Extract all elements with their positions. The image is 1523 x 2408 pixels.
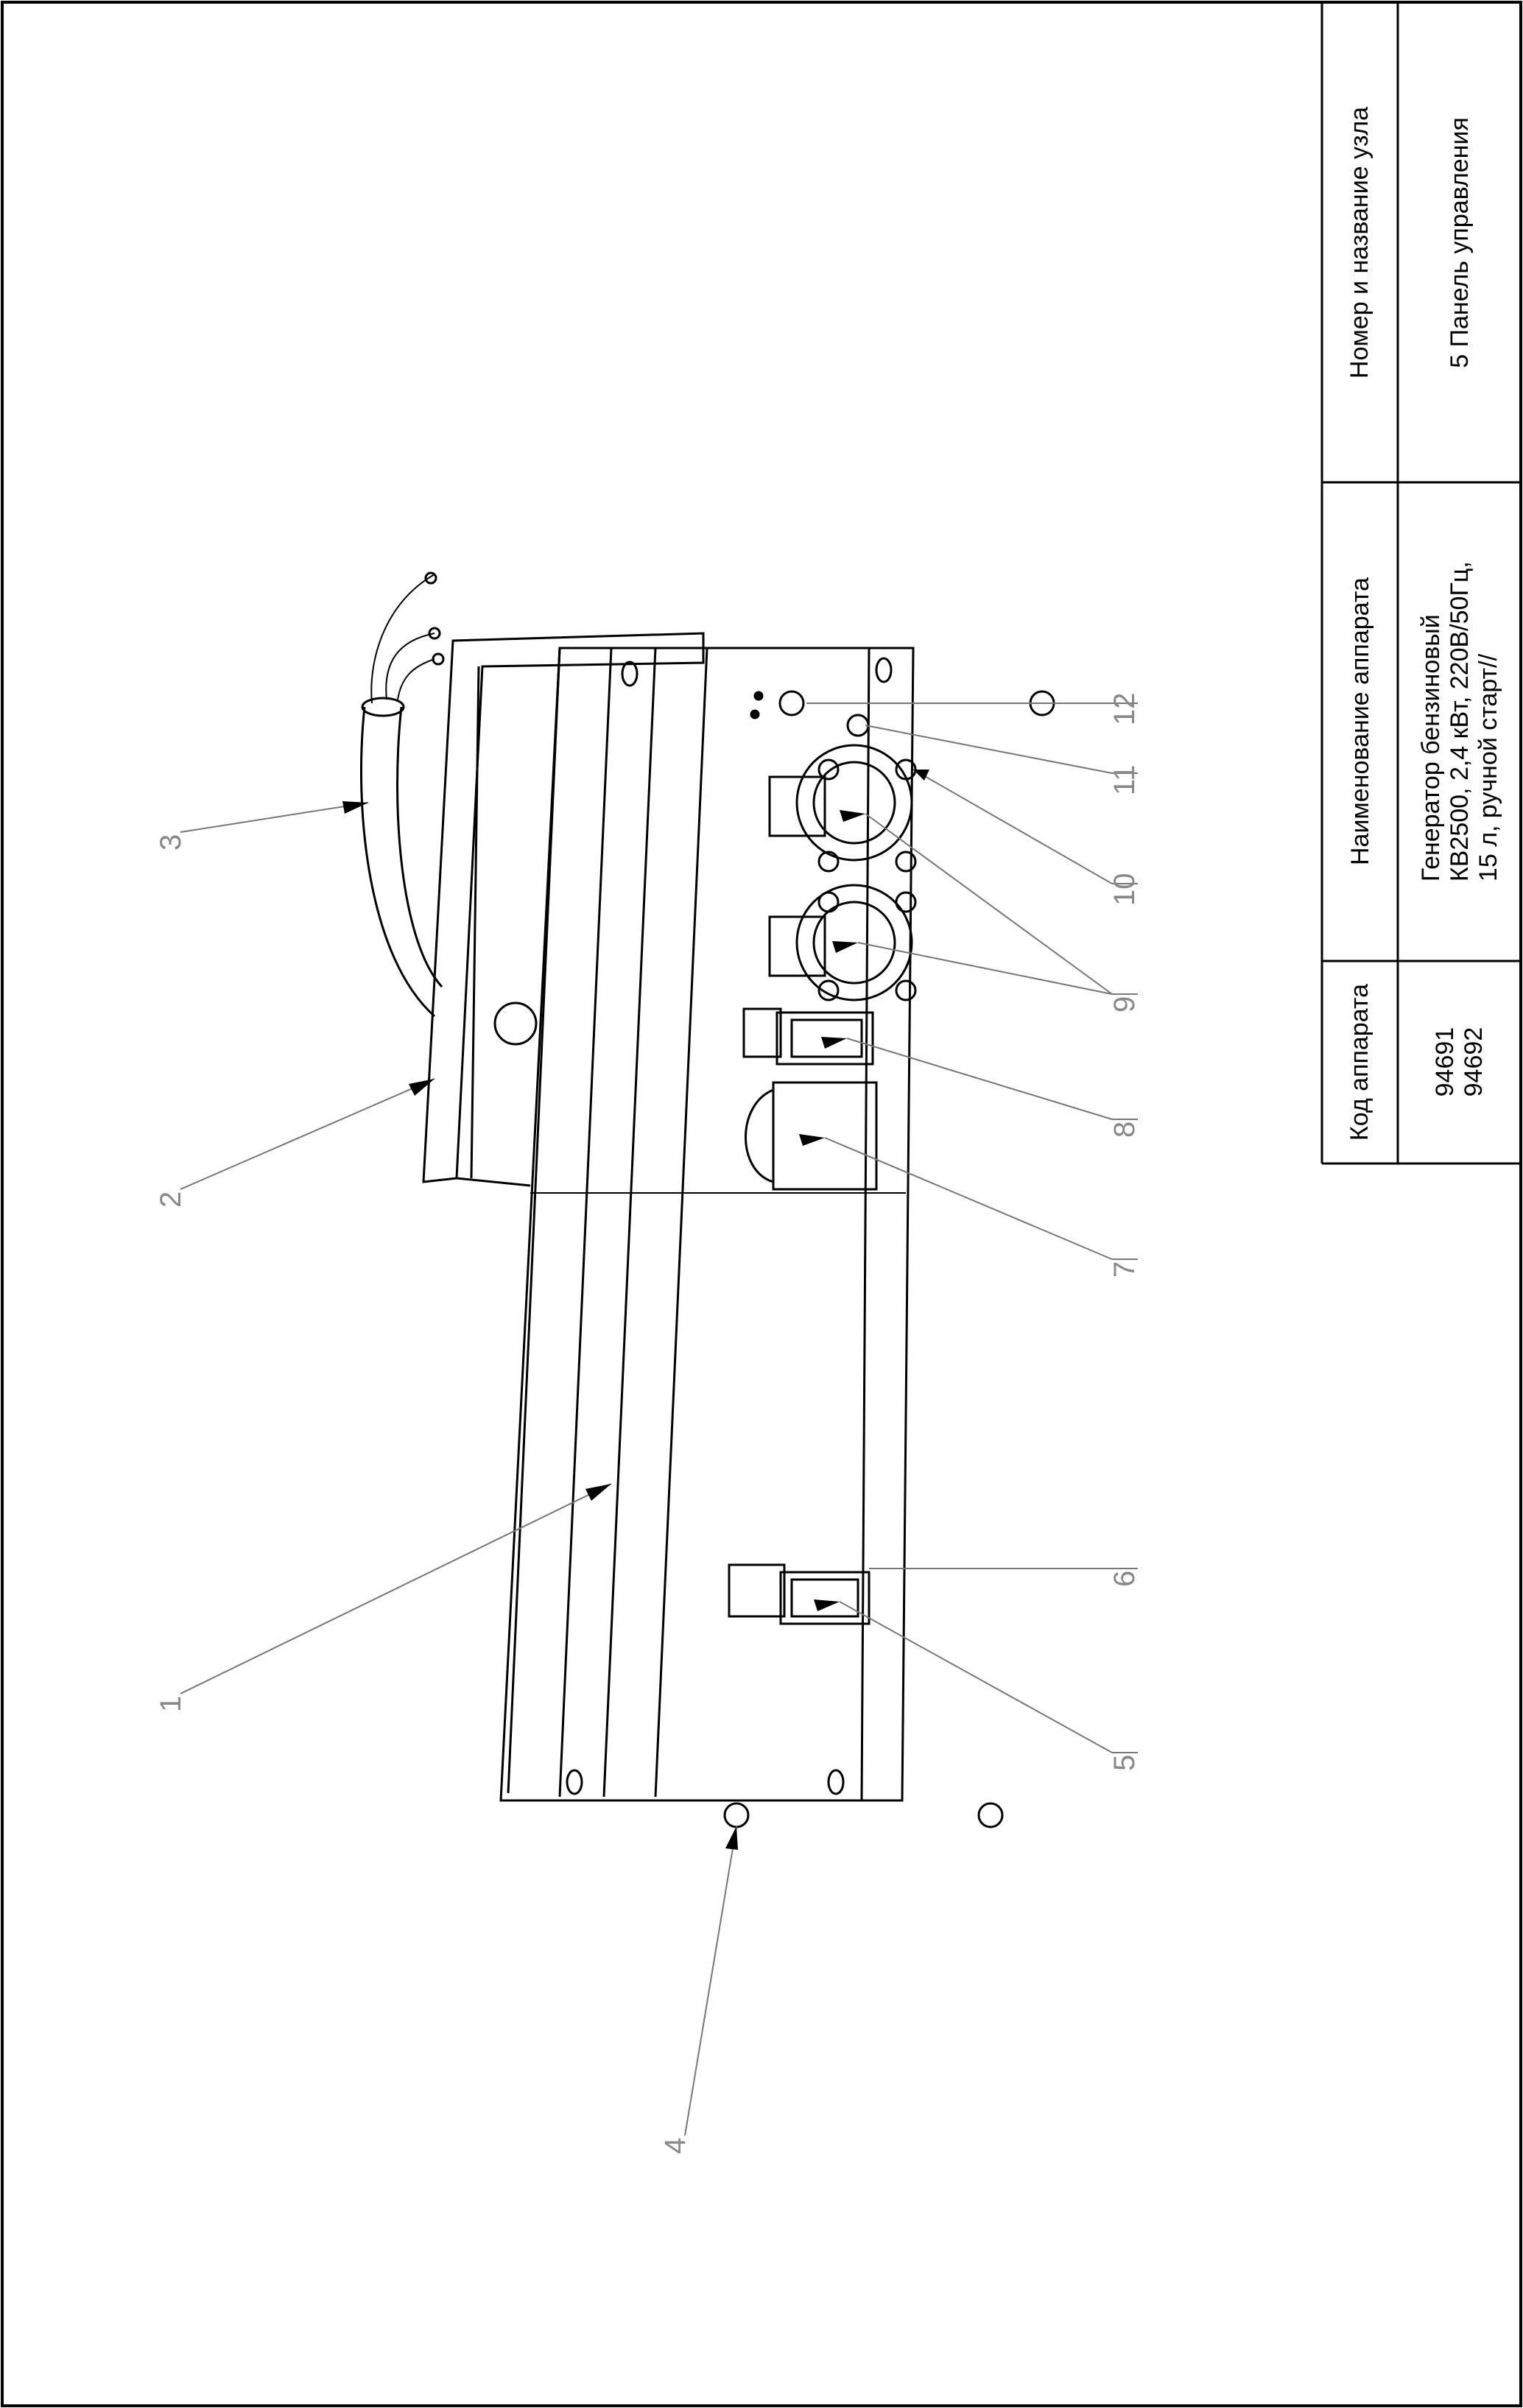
device-code-1: 94691 xyxy=(1431,1027,1460,1097)
callout-11: 11 xyxy=(1108,764,1141,795)
header-code-cell: Код аппарата xyxy=(1323,961,1397,1163)
device-code-2: 94692 xyxy=(1460,1027,1488,1097)
header-name-cell: Наименование аппарата xyxy=(1323,482,1397,961)
callout-2: 2 xyxy=(155,1191,187,1208)
callout-9: 9 xyxy=(1108,996,1141,1013)
callout-6: 6 xyxy=(1108,1571,1141,1587)
unit-name: 5 Панель управления xyxy=(1445,117,1474,369)
header-unit: Номер и название узла xyxy=(1346,107,1374,379)
device-name: Генератор бензиновый КВ2500, 2,4 кВт, 22… xyxy=(1417,562,1503,882)
callout-5: 5 xyxy=(1108,1755,1141,1771)
panel-outline xyxy=(499,647,915,1802)
unit-name-cell: 5 Панель управления xyxy=(1399,4,1521,482)
callout-labels: 1 2 3 4 5 6 7 8 9 10 11 12 xyxy=(155,693,1141,2155)
device-name-line-3: 15 л, ручной старт// xyxy=(1474,654,1503,882)
callout-12: 12 xyxy=(1108,693,1141,726)
header-device-name: Наименование аппарата xyxy=(1346,577,1374,866)
control-panel-drawing xyxy=(359,571,1055,1828)
device-name-line-2: КВ2500, 2,4 кВт, 220В/50Гц, xyxy=(1445,561,1474,882)
title-block-grid xyxy=(1320,4,1521,1165)
device-name-line-1: Генератор бензиновый xyxy=(1416,614,1445,882)
device-name-cell: Генератор бензиновый КВ2500, 2,4 кВт, 22… xyxy=(1399,482,1521,961)
callout-7: 7 xyxy=(1108,1261,1141,1278)
header-code: Код аппарата xyxy=(1346,983,1374,1141)
codes-cell: 94691 94692 xyxy=(1399,961,1521,1163)
callout-8: 8 xyxy=(1108,1122,1141,1138)
header-unit-cell: Номер и название узла xyxy=(1323,4,1397,482)
cable xyxy=(359,706,435,1018)
arrowheads xyxy=(342,770,929,1850)
callout-4: 4 xyxy=(659,2138,692,2154)
callout-1: 1 xyxy=(155,1696,187,1712)
callout-3: 3 xyxy=(155,834,187,851)
frame-outline xyxy=(422,632,705,1183)
device-codes: 94691 94692 xyxy=(1431,1027,1488,1097)
leader-lines xyxy=(180,703,1138,2136)
callout-10: 10 xyxy=(1108,873,1141,906)
